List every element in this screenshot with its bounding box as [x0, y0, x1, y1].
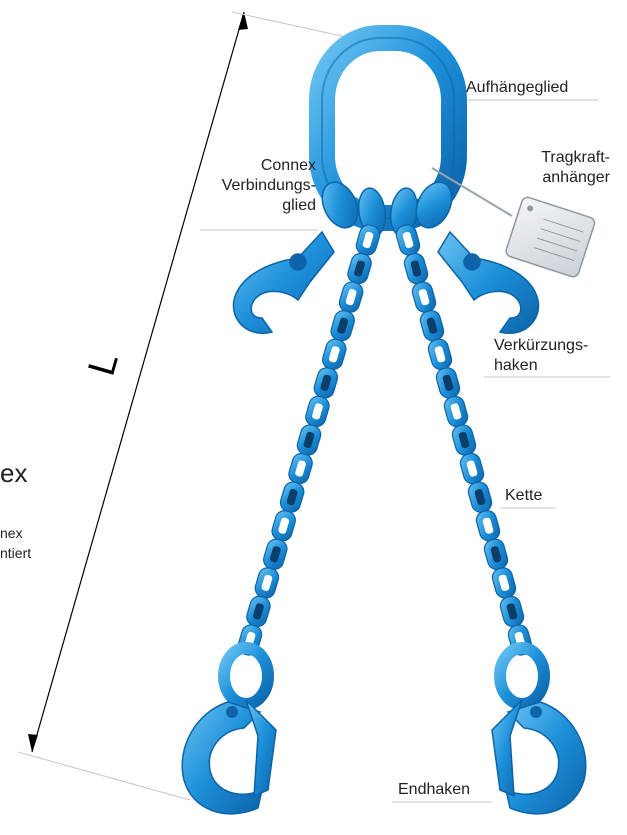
chain-link — [442, 394, 469, 428]
label-tragkraft-line1: Tragkraft- — [506, 148, 610, 168]
label-tragkraftanhaenger: Tragkraft- anhänger — [506, 148, 610, 188]
chain-link — [261, 537, 289, 571]
chain-link — [245, 594, 273, 628]
chain-link — [287, 451, 315, 485]
chain-link — [320, 337, 348, 371]
chain-link — [253, 566, 281, 600]
cropped-heading: ex — [0, 458, 27, 489]
chain-link — [304, 394, 332, 428]
chain-link — [295, 423, 323, 457]
chain-link — [482, 537, 509, 571]
chain-link — [394, 223, 421, 257]
chain-link — [346, 251, 374, 285]
chain-link — [498, 594, 525, 628]
label-aufhaengeglied: Aufhängeglied — [466, 78, 568, 98]
chain-link — [337, 280, 365, 314]
chain-link — [270, 508, 298, 542]
cropped-line-2: ntiert — [0, 544, 31, 562]
label-connex-line3: glied — [196, 196, 316, 216]
label-connex-verbindungsglied: Connex Verbindungs- glied — [196, 156, 316, 216]
chain-link — [426, 337, 453, 371]
chain-link — [329, 308, 357, 342]
label-verkuerzung-line2: haken — [494, 356, 588, 376]
label-connex-line2: Verbindungs- — [196, 176, 316, 196]
shortening-hooks — [233, 232, 538, 333]
chain-link — [278, 480, 306, 514]
chain-link — [458, 451, 485, 485]
label-verkuerzungshaken: Verkürzungs- haken — [494, 336, 588, 376]
label-endhaken: Endhaken — [398, 780, 470, 800]
chain-link — [402, 251, 429, 285]
label-connex-line1: Connex — [196, 156, 316, 176]
chain-link — [434, 366, 461, 400]
dimension-label: L — [81, 348, 127, 380]
chain-link — [474, 509, 501, 543]
end-hook-right — [492, 648, 586, 814]
chain-link — [450, 423, 477, 457]
chain-link — [410, 280, 437, 314]
label-kette: Kette — [505, 486, 542, 506]
cropped-line-1: nex — [0, 524, 23, 542]
chain-link — [466, 480, 493, 514]
label-verkuerzung-line1: Verkürzungs- — [494, 336, 588, 356]
end-hook-left — [182, 648, 276, 814]
label-tragkraft-line2: anhänger — [506, 168, 610, 188]
chain-link — [490, 566, 517, 600]
chain-link — [312, 366, 340, 400]
chain-link — [418, 309, 445, 343]
